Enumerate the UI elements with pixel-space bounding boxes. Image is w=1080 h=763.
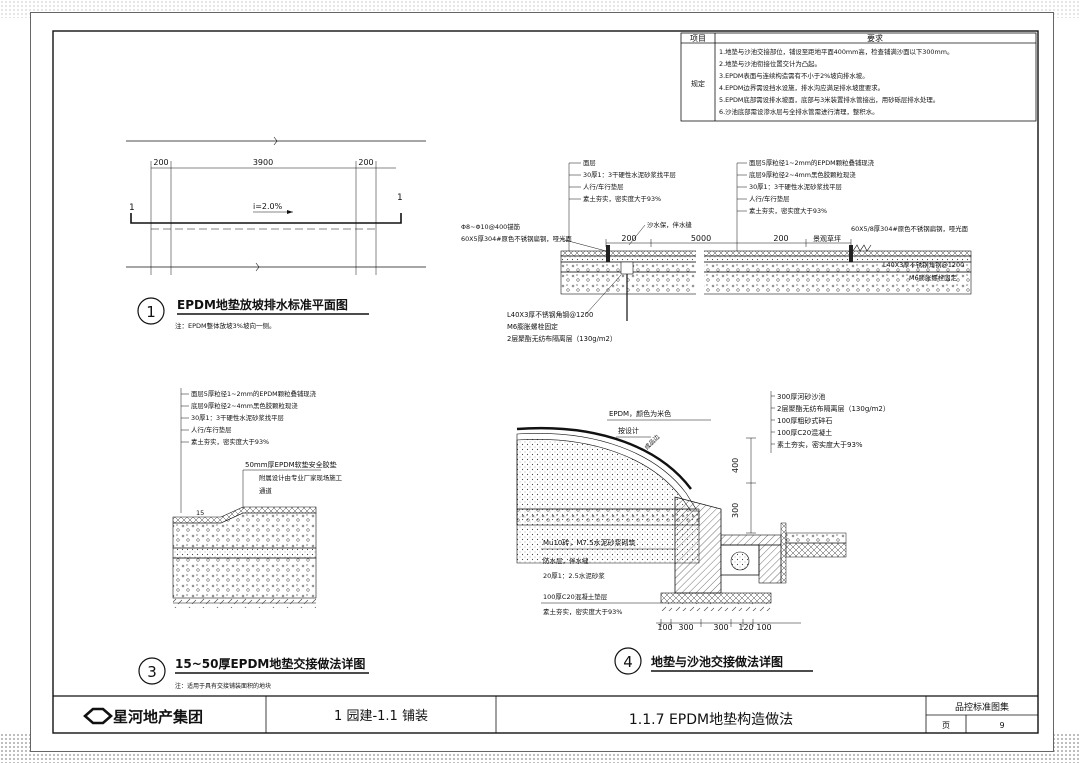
d4-right-label-4: 100厚C20混凝土 <box>777 428 832 437</box>
requirements-table: 项目 要求 规定 1.地垫与沙池交接部位，铺设至距地平面400mm高，检查铺满沙… <box>680 32 1037 122</box>
d1-section-left: 1 <box>129 203 135 213</box>
d2-left-label-2: 30厚1：3干硬性水泥砂浆找平层 <box>583 170 677 179</box>
d2-dim-200b: 200 <box>773 234 788 243</box>
d4-right-label-3: 100厚粗砂式碎石 <box>777 416 832 425</box>
d4-left-label-4: 100厚C20混凝土垫层 <box>543 592 608 601</box>
drawing-sheet: 项目 要求 规定 1.地垫与沙池交接部位，铺设至距地平面400mm高，检查铺满沙… <box>30 12 1054 752</box>
d1-dim-mid: 3900 <box>253 158 273 167</box>
logo-icon <box>83 707 113 725</box>
d1-section-right: 1 <box>397 193 403 203</box>
d1-dim-left: 200 <box>153 158 168 167</box>
d3-callout-1: 50mm厚EPDM软垫安全胶垫 <box>245 460 337 469</box>
page-number: 9 <box>999 721 1004 730</box>
d2-left-label-3: 人行/车行垫层 <box>583 182 624 191</box>
d4-dim-b2: 300 <box>678 623 693 632</box>
d4-dim-b1: 100 <box>657 623 672 632</box>
d4-see: 按设计 <box>618 426 639 435</box>
d3-label-1: 面层5厚粒径1~2mm的EPDM颗粒叠铺现浇 <box>191 389 317 398</box>
d4-left-label-5: 素土夯实，密实度大于93% <box>543 607 622 616</box>
drawing-canvas: 项目 要求 规定 1.地垫与沙池交接部位，铺设至距地平面400mm高，检查铺满沙… <box>52 30 1039 734</box>
detail-2-section: 200 5000 200 景观草坪 面层 30厚1：3干硬性水泥砂浆找平层 人行… <box>461 158 972 343</box>
d4-curb: 成品边 <box>643 433 661 451</box>
table-row-label: 规定 <box>691 79 705 88</box>
detail-1-plan: 200 3900 200 1 1 i=2.0% 1 EPDM地垫放坡排水标准平面… <box>126 136 426 330</box>
d2-right-label-2: 底层9厚粒径2~4mm黑色胶颗粒现浇 <box>749 170 856 179</box>
d4-dim-b5: 100 <box>756 623 771 632</box>
d2-angle-right: L40X3厚不锈钢角钢@1200 <box>883 260 964 269</box>
inner-frame <box>52 30 1039 734</box>
d4-dim-v2: 300 <box>731 503 740 518</box>
req-line-6: 6.沙池底部需设渗水层与全排水管需进行清理，整积水。 <box>719 107 878 116</box>
d4-left-label-3: 20厚1：2.5水泥砂浆 <box>543 571 605 580</box>
page-label: 页 <box>942 721 950 730</box>
d2-dim-200a: 200 <box>621 234 636 243</box>
d3-label-4: 人行/车行垫层 <box>191 425 232 434</box>
d4-epdm: EPDM，颜色为米色 <box>609 409 671 418</box>
d1-title: EPDM地垫放坡排水标准平面图 <box>177 297 348 312</box>
d2-right-label-5: 素土夯实，密实度大于93% <box>749 206 827 215</box>
table-header-item: 项目 <box>690 34 706 43</box>
d4-number: 4 <box>623 653 633 671</box>
section-name: 1 园建-1.1 铺装 <box>334 709 428 724</box>
req-line-4: 4.EPDM边界需设挡水设施，排水沟应满足排水坡度要求。 <box>719 83 884 92</box>
d4-dim-b4: 120 <box>738 623 753 632</box>
d3-label-5: 素土夯实，密实度大于93% <box>191 437 269 446</box>
d3-callout-2: 附属设计由专业厂家现场施工 <box>259 473 343 482</box>
table-header-req: 要求 <box>867 33 883 43</box>
d2-grass: 景观草坪 <box>813 234 841 243</box>
d4-right-label-1: 300厚河砂沙池 <box>777 392 825 401</box>
d2-right-label-4: 人行/车行垫层 <box>749 194 790 203</box>
collection-name: 品控标准图集 <box>955 701 1009 713</box>
d3-title: 15~50厚EPDM地垫交接做法详图 <box>175 656 365 671</box>
d2-edge-left: Φ8~Φ10@400锚筋 <box>461 222 521 231</box>
d1-number: 1 <box>146 303 156 321</box>
d2-left-label-4: 素土夯实，密实度大于93% <box>583 194 661 203</box>
d4-left-label-2: 防水层，伴水缝 <box>543 556 589 565</box>
d4-right-label-2: 2层聚酯无纺布隔离层（130g/m2） <box>777 404 890 413</box>
detail-4-sandpit: 400 300 EPDM，颜色为米色 按设计 成品边 300厚河砂沙池 2层聚酯… <box>516 391 890 675</box>
d2-bolt-right: M6膨胀螺栓固定 <box>909 273 958 282</box>
d3-note: 注：适用于具有交接铺装面积的地块 <box>175 682 271 690</box>
d2-edge-left2: 60X5厚304#原色不锈钢扁钢，哑光面 <box>461 234 572 243</box>
d4-left-label-1: Mu10砖，M7.5水泥砂浆砌筑 <box>543 538 636 547</box>
detail-3-transition: 面层5厚粒径1~2mm的EPDM颗粒叠铺现浇 底层9厚粒径2~4mm黑色胶颗粒现… <box>138 388 369 690</box>
d3-number: 3 <box>147 663 157 681</box>
d2-bolt-left: M6膨胀螺栓固定 <box>507 322 558 331</box>
d2-angle-left: L40X3厚不锈钢角钢@1200 <box>507 310 593 319</box>
req-line-5: 5.EPDM底部需设排水坡面，底部与3米装置排水管接出，用砂砾层排水处理。 <box>719 95 939 104</box>
d3-label-3: 30厚1：3干硬性水泥砂浆找平层 <box>191 413 285 422</box>
d2-sand: 沙水保，伴水缝 <box>647 220 692 229</box>
d2-right-label-1: 面层5厚粒径1~2mm的EPDM颗粒叠铺现浇 <box>749 158 875 167</box>
d3-dim-15: 15 <box>196 509 204 517</box>
d1-dim-right: 200 <box>358 158 373 167</box>
d2-geotextile: 2层聚酯无纺布隔离层（130g/m2） <box>507 334 617 343</box>
drawing-name: 1.1.7 EPDM地垫构造做法 <box>629 712 793 728</box>
d1-slope: i=2.0% <box>253 202 283 211</box>
d2-dim-5000: 5000 <box>691 234 711 243</box>
d2-right-label-3: 30厚1：3干硬性水泥砂浆找平层 <box>749 182 843 191</box>
d4-right-label-5: 素土夯实，密实度大于93% <box>777 440 863 449</box>
logo-text: 星河地产集团 <box>113 708 203 726</box>
d4-title: 地垫与沙池交接做法详图 <box>651 654 783 669</box>
req-line-3: 3.EPDM表面与连续构造需有不小于2%坡向排水坡。 <box>719 71 869 80</box>
d2-left-label-1: 面层 <box>583 159 596 167</box>
d4-dim-v1: 400 <box>731 458 740 473</box>
title-block: 星河地产集团 1 园建-1.1 铺装 1.1.7 EPDM地垫构造做法 品控标准… <box>53 695 1038 733</box>
req-line-1: 1.地垫与沙池交接部位，铺设至距地平面400mm高，检查铺满沙面以下300mm。 <box>719 47 953 56</box>
req-line-2: 2.地垫与沙池衔接位置交计为凸起。 <box>719 59 821 68</box>
d2-edge-right: 60X5/8厚304#原色不锈钢扁钢，哑光面 <box>851 224 969 233</box>
d4-dim-b3: 300 <box>713 623 728 632</box>
d3-callout-3: 通道 <box>259 486 272 495</box>
d1-note: 注：EPDM整体放坡3%坡向一侧。 <box>175 321 275 330</box>
d3-label-2: 底层9厚粒径2~4mm黑色胶颗粒现浇 <box>191 401 298 410</box>
